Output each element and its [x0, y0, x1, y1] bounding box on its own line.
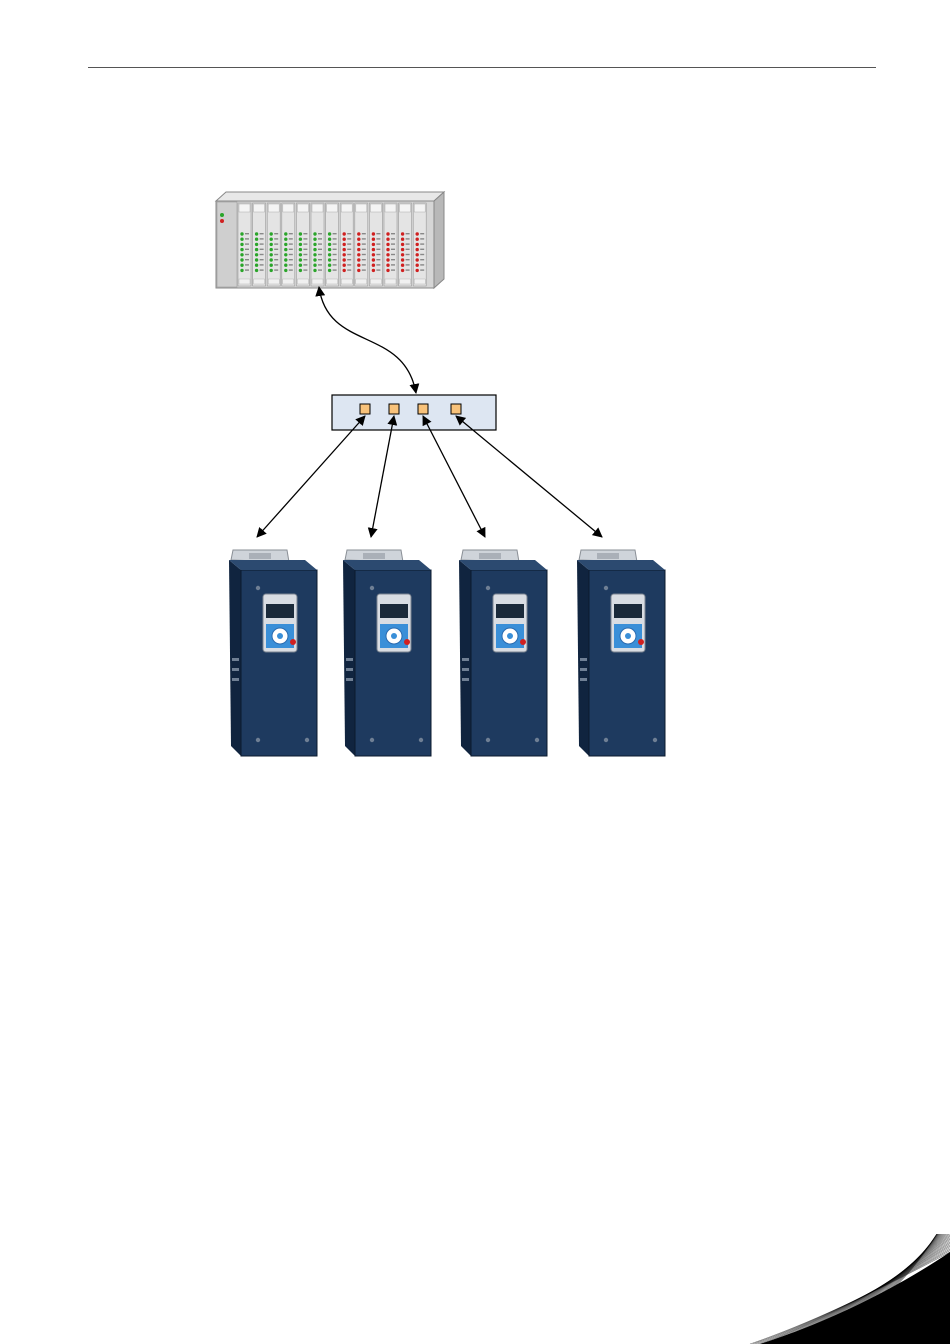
corner-swoosh-graphic	[690, 1234, 950, 1344]
plc-io-module	[399, 203, 412, 286]
plc-io-module	[369, 203, 382, 286]
plc-io-module	[311, 203, 324, 286]
switch-port	[360, 404, 370, 414]
frequency-converter-icon	[459, 550, 547, 756]
switch-to-drive-link	[257, 416, 365, 537]
plc-io-module	[238, 203, 251, 286]
plc-io-module	[340, 203, 353, 286]
plc-io-module	[253, 203, 266, 286]
frequency-converter-icon	[229, 550, 317, 756]
switch-to-drive-link	[423, 416, 485, 537]
switch-port	[451, 404, 461, 414]
switch-port	[389, 404, 399, 414]
switch-to-drive-link	[456, 416, 602, 537]
plc-io-module	[326, 203, 339, 286]
frequency-converter-icon	[343, 550, 431, 756]
plc-io-module	[384, 203, 397, 286]
switch-port	[418, 404, 428, 414]
switch-to-drive-link	[371, 416, 394, 537]
plc-to-switch-link	[319, 287, 416, 393]
plc-io-module	[267, 203, 280, 286]
plc-io-module	[413, 203, 426, 286]
plc-io-module	[355, 203, 368, 286]
frequency-converter-icon	[577, 550, 665, 756]
plc-io-module	[296, 203, 309, 286]
plc-rack-icon	[216, 192, 444, 288]
plc-io-module	[282, 203, 295, 286]
